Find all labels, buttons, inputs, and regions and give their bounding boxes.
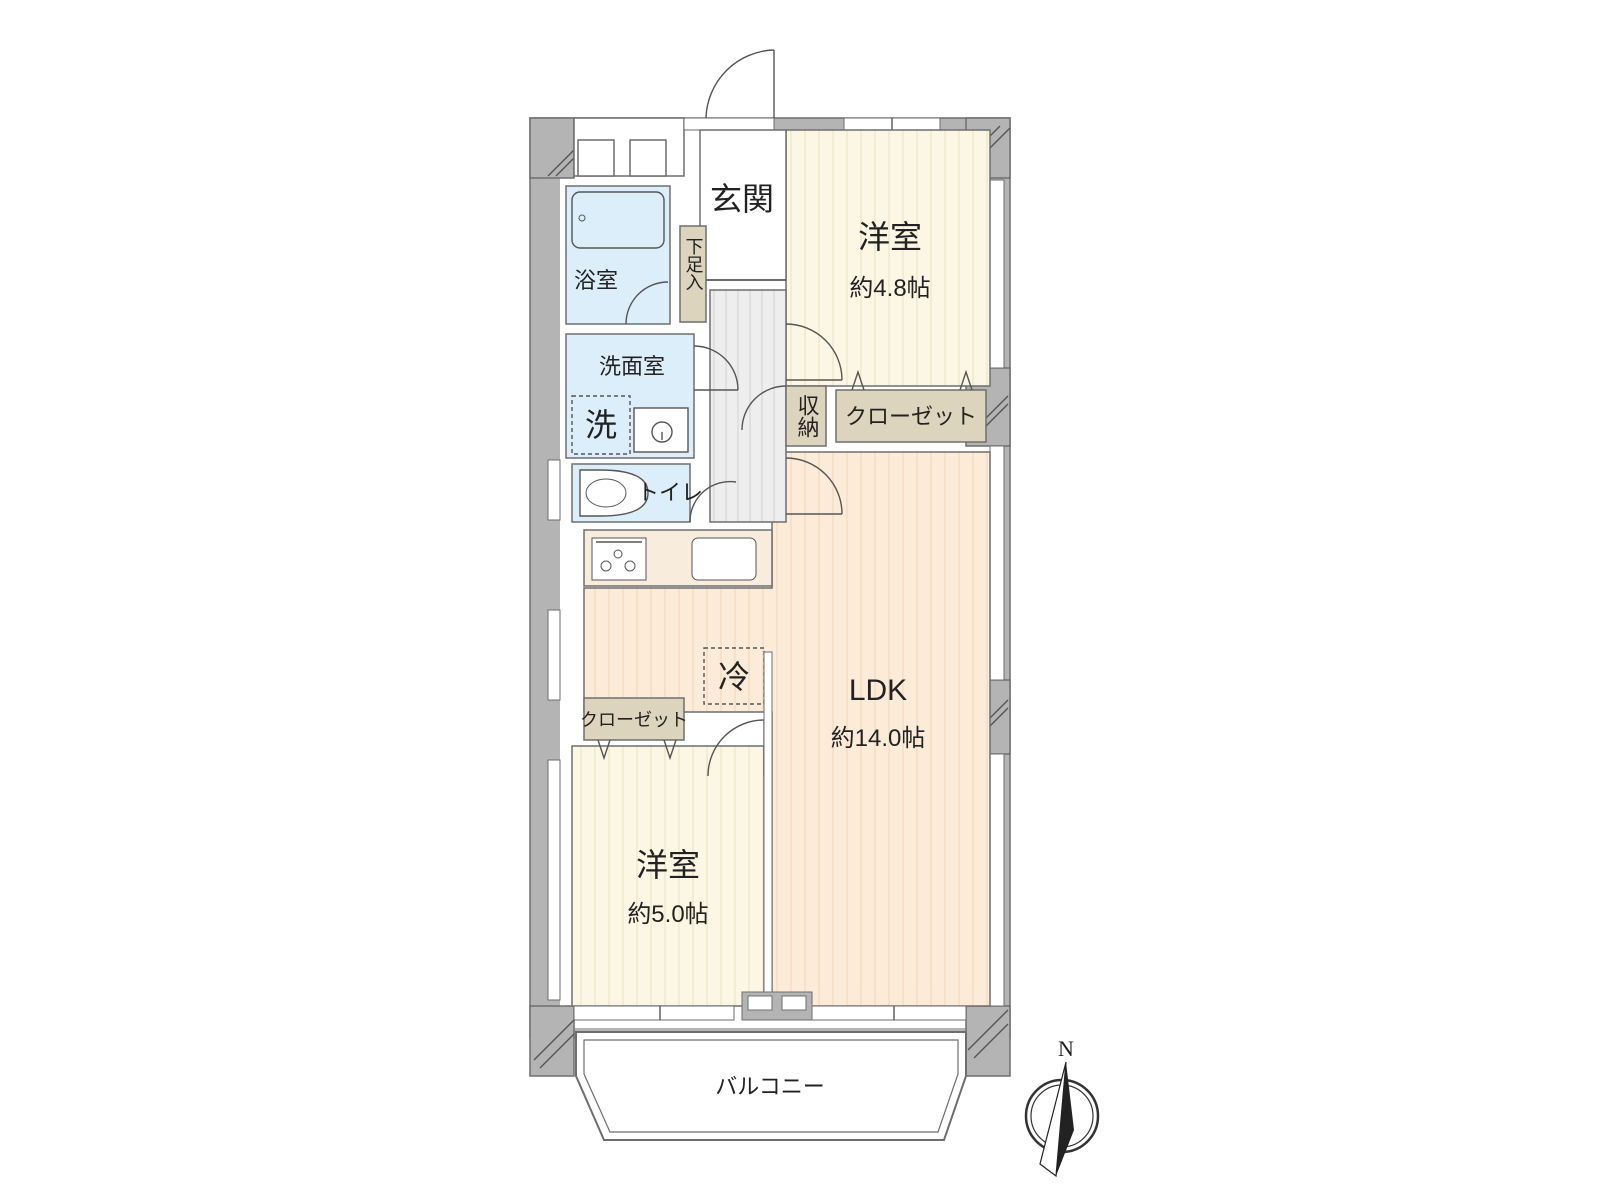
bathroom-label: 浴室 bbox=[574, 269, 618, 294]
bedroom-north bbox=[785, 129, 991, 387]
washer-space bbox=[571, 395, 631, 455]
south-windows bbox=[573, 991, 967, 1021]
toilet-label: トイレ bbox=[637, 481, 703, 506]
closet-north-label: クローゼット bbox=[845, 405, 977, 430]
compass-icon bbox=[1024, 1061, 1100, 1178]
bedroom-south-door-swing-icon bbox=[707, 719, 765, 777]
compass-north-label: N bbox=[1058, 1036, 1074, 1061]
entrance-area bbox=[699, 129, 787, 281]
balcony bbox=[575, 1031, 967, 1141]
bedroom-north-name: 洋室 bbox=[858, 218, 922, 256]
washroom bbox=[565, 333, 739, 459]
column-nw bbox=[529, 117, 575, 179]
balcony-label: バルコニー bbox=[715, 1075, 825, 1100]
washroom-door-swing-icon bbox=[693, 345, 739, 391]
toilet-room bbox=[571, 463, 737, 523]
bathroom bbox=[565, 185, 671, 325]
storage-label: 収納 bbox=[794, 394, 820, 438]
toilet-icon bbox=[579, 469, 649, 517]
bedroom-north-door-swing-icon bbox=[785, 323, 843, 381]
column-se bbox=[965, 1005, 1011, 1077]
entrance-label: 玄関 bbox=[710, 180, 774, 218]
bedroom-south-area: 約5.0帖 bbox=[627, 901, 708, 928]
ldk-name: LDK bbox=[849, 674, 907, 707]
fridge-label: 冷 bbox=[718, 658, 750, 696]
washer-label: 洗 bbox=[585, 406, 617, 444]
toilet-door-swing-icon bbox=[689, 480, 737, 523]
entrance-door[interactable] bbox=[683, 49, 775, 131]
shoe-closet bbox=[679, 225, 707, 323]
bathtub-icon bbox=[571, 191, 665, 249]
bathroom-door-swing-icon bbox=[625, 281, 669, 325]
washroom-label: 洗面室 bbox=[599, 355, 665, 380]
ldk-area: 約14.0帖 bbox=[831, 725, 926, 752]
closet-south-label: クローゼット bbox=[580, 710, 688, 731]
stove-icon bbox=[591, 537, 647, 581]
drain-icon bbox=[578, 214, 586, 222]
bedroom-south bbox=[571, 745, 765, 1007]
shoe-closet-label: 下足入 bbox=[683, 237, 704, 291]
bedroom-south-name: 洋室 bbox=[636, 846, 700, 884]
storage-north bbox=[741, 385, 827, 447]
kitchen-sink-icon bbox=[691, 537, 757, 581]
kitchen-counter bbox=[583, 529, 773, 587]
ldk-door-swing-icon bbox=[785, 457, 843, 515]
bedroom-north-area: 約4.8帖 bbox=[849, 275, 930, 302]
hallway bbox=[709, 289, 787, 523]
closet-north bbox=[835, 369, 987, 443]
closet-south bbox=[583, 697, 685, 761]
sink-icon bbox=[633, 407, 689, 453]
